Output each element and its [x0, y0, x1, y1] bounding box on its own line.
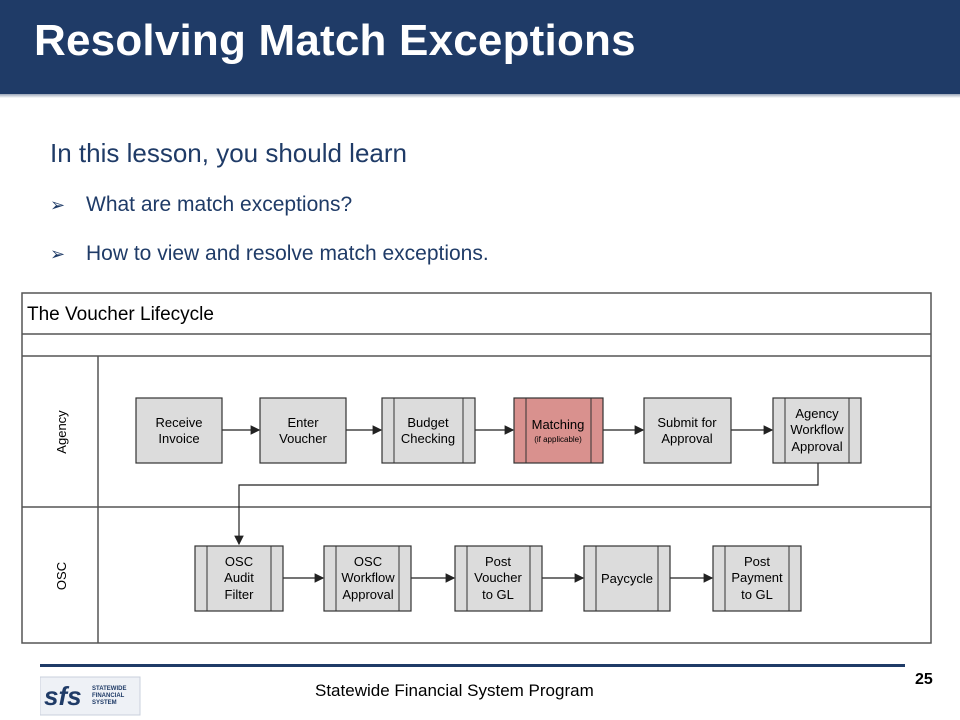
svg-text:Budget: Budget — [407, 415, 449, 430]
title-shadow — [0, 94, 960, 98]
bullet-text: What are match exceptions? — [86, 193, 353, 216]
bullet-text: How to view and resolve match exceptions… — [86, 242, 489, 265]
program-name: Statewide Financial System Program — [315, 681, 594, 700]
svg-text:Approval: Approval — [661, 431, 712, 446]
svg-text:Enter: Enter — [287, 415, 319, 430]
svg-text:Agency: Agency — [795, 406, 839, 421]
arrow-bullet-icon: ➢ — [50, 194, 66, 215]
svg-text:sfs: sfs — [44, 681, 82, 711]
lane-label-osc: OSC — [54, 562, 69, 590]
step-post-payment-to-gl: Post Payment to GL — [712, 545, 802, 612]
slide-title: Resolving Match Exceptions — [34, 16, 636, 65]
svg-text:FINANCIAL: FINANCIAL — [92, 693, 125, 699]
step-matching: Matching (if applicable) — [513, 397, 604, 464]
svg-text:Filter: Filter — [225, 587, 255, 602]
svg-text:STATEWIDE: STATEWIDE — [92, 686, 126, 692]
bullet-item: ➢ How to view and resolve match exceptio… — [50, 242, 489, 266]
step-submit-for-approval: Submit for Approval — [643, 397, 732, 464]
lane-label-agency: Agency — [54, 410, 69, 454]
svg-text:SYSTEM: SYSTEM — [92, 700, 117, 706]
svg-text:Post: Post — [485, 554, 511, 569]
sfs-logo-icon: sfs STATEWIDE FINANCIAL SYSTEM — [40, 676, 141, 716]
svg-text:Voucher: Voucher — [279, 431, 327, 446]
step-osc-audit-filter: OSC Audit Filter — [194, 545, 284, 612]
svg-text:OSC: OSC — [225, 554, 253, 569]
svg-text:(if applicable): (if applicable) — [534, 435, 582, 444]
bullet-item: ➢ What are match exceptions? — [50, 193, 352, 217]
svg-text:Post: Post — [744, 554, 770, 569]
svg-text:Invoice: Invoice — [158, 431, 199, 446]
svg-text:Voucher: Voucher — [474, 570, 522, 585]
footer-divider — [40, 664, 905, 667]
svg-text:Approval: Approval — [791, 439, 842, 454]
svg-text:to GL: to GL — [482, 587, 514, 602]
page-number: 25 — [915, 671, 933, 688]
svg-text:OSC: OSC — [354, 554, 382, 569]
svg-text:Workflow: Workflow — [790, 422, 844, 437]
svg-text:Receive: Receive — [156, 415, 203, 430]
svg-text:Submit for: Submit for — [657, 415, 717, 430]
arrow-bullet-icon: ➢ — [50, 243, 66, 264]
title-bar: Resolving Match Exceptions — [0, 0, 960, 98]
step-osc-workflow-approval: OSC Workflow Approval — [323, 545, 412, 612]
svg-text:to GL: to GL — [741, 587, 773, 602]
svg-text:Audit: Audit — [224, 570, 254, 585]
svg-text:Payment: Payment — [731, 570, 783, 585]
step-post-voucher-to-gl: Post Voucher to GL — [454, 545, 543, 612]
svg-text:Checking: Checking — [401, 431, 455, 446]
flow-connectors — [222, 425, 819, 583]
lesson-intro: In this lesson, you should learn — [50, 138, 407, 168]
step-receive-invoice: Receive Invoice — [135, 397, 223, 464]
svg-text:Paycycle: Paycycle — [601, 571, 653, 586]
step-budget-checking: Budget Checking — [381, 397, 476, 464]
diagram-title: The Voucher Lifecycle — [27, 304, 214, 325]
step-paycycle: Paycycle — [583, 545, 671, 612]
step-agency-workflow-approval: Agency Workflow Approval — [772, 397, 862, 464]
step-enter-voucher: Enter Voucher — [259, 397, 347, 464]
svg-text:Approval: Approval — [342, 587, 393, 602]
svg-text:Workflow: Workflow — [341, 570, 395, 585]
svg-text:Matching: Matching — [532, 417, 585, 432]
